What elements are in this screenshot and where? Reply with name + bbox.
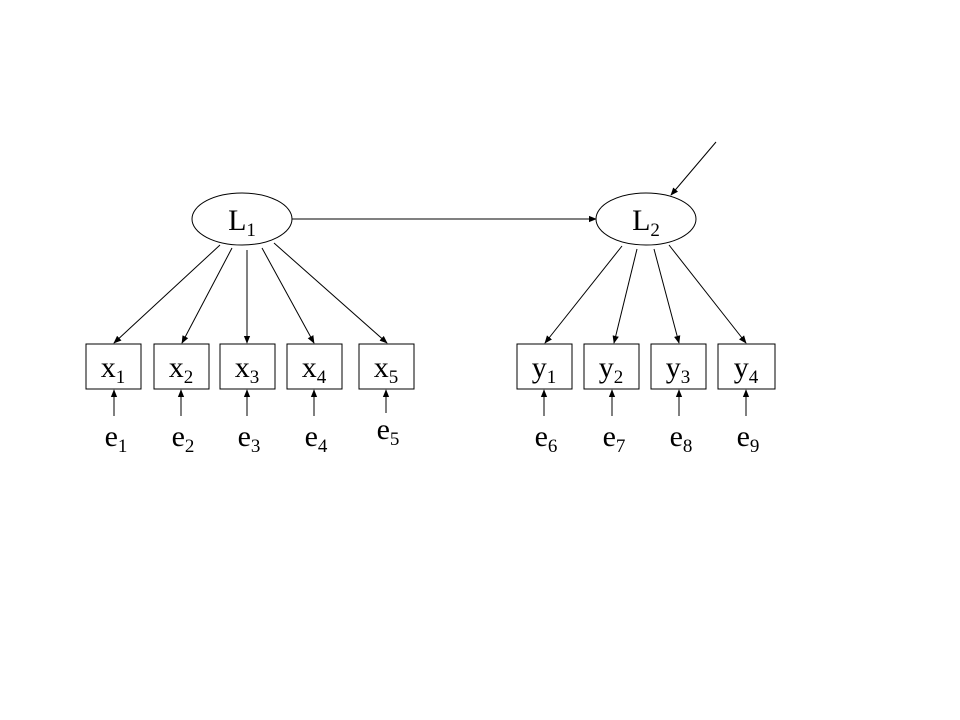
svg-text:L1: L1 — [228, 204, 256, 241]
svg-text:y4: y4 — [734, 351, 759, 388]
latent-l2-letter: L — [632, 204, 650, 237]
latent-l2: L2 — [595, 192, 697, 246]
svg-text:x5: x5 — [374, 351, 399, 388]
latent-l1: L1 — [191, 192, 293, 246]
latent-l1-letter: L — [228, 204, 246, 237]
error-e4: e4 — [305, 420, 328, 457]
indicator-y1: y1 — [516, 343, 573, 390]
error-e9: e9 — [737, 420, 760, 457]
loading-arrow-l1-x4 — [261, 247, 315, 344]
indicator-x2: x2 — [153, 343, 210, 390]
svg-text:x1: x1 — [101, 351, 126, 388]
disturbance-arrow-l2 — [670, 141, 717, 196]
latent-l1-index: 1 — [246, 220, 256, 241]
loading-arrow-l2-y4 — [668, 244, 747, 344]
error-e5: e5 — [377, 413, 400, 450]
error-e3: e3 — [238, 420, 261, 457]
indicator-x1: x1 — [85, 343, 142, 390]
loading-arrow-l1-x2 — [181, 247, 233, 344]
latent-l2-index: 2 — [650, 220, 660, 241]
loading-arrow-l1-x1 — [113, 244, 221, 344]
loading-arrow-l1-x5 — [273, 242, 388, 344]
indicator-x3: x3 — [219, 343, 276, 390]
svg-text:x2: x2 — [169, 351, 194, 388]
svg-text:L2: L2 — [632, 204, 660, 241]
error-e1: e1 — [105, 420, 128, 457]
indicator-x4: x4 — [286, 343, 343, 390]
indicator-x5: x5 — [358, 343, 415, 390]
indicator-y4: y4 — [717, 343, 776, 390]
indicator-y2: y2 — [583, 343, 640, 390]
svg-text:x3: x3 — [235, 351, 260, 388]
error-e6: e6 — [535, 420, 558, 457]
error-e2: e2 — [172, 420, 195, 457]
svg-text:y3: y3 — [666, 351, 691, 388]
loading-arrow-l2-y3 — [653, 248, 681, 344]
error-e7: e7 — [603, 420, 626, 457]
svg-text:y2: y2 — [599, 351, 624, 388]
error-e8: e8 — [670, 420, 693, 457]
svg-text:y1: y1 — [532, 351, 557, 388]
svg-text:x4: x4 — [302, 351, 327, 388]
indicator-y3: y3 — [650, 343, 707, 390]
loading-arrow-l2-y2 — [612, 248, 638, 344]
loading-arrow-l2-y1 — [544, 245, 623, 344]
